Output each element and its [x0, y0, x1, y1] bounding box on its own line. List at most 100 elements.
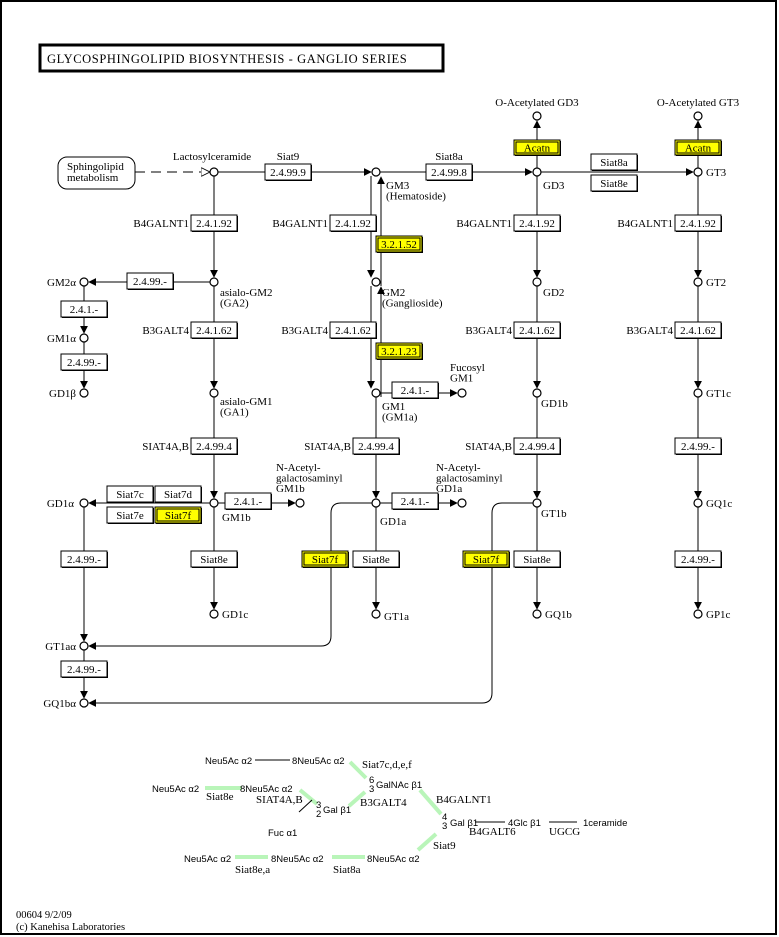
compound-label: GD1c	[222, 609, 248, 621]
enzyme-24999-gt1aa[interactable]: 2.4.99.-	[60, 660, 108, 678]
enzyme-24999-gd1alpha[interactable]: 2.4.99.-	[60, 550, 108, 568]
enzyme-label: 2.4.99.4	[358, 441, 394, 453]
map-link-label-2: metabolism	[67, 172, 119, 184]
enzyme-label: 2.4.1.-	[234, 496, 263, 508]
compound-lactosylceramide[interactable]	[209, 167, 219, 177]
copyright: (c) Kanehisa Laboratories	[16, 922, 125, 933]
compound-gt1a[interactable]	[371, 609, 381, 619]
map-id-date: 00604 9/2/09	[16, 910, 72, 921]
enzyme-siat8e-gd1c[interactable]: Siat8e	[190, 550, 238, 568]
compound-asialo-gm1[interactable]	[209, 388, 219, 398]
compound-gd2[interactable]	[532, 277, 542, 287]
compound-gt1c[interactable]	[693, 388, 703, 398]
compound-gt3[interactable]	[693, 167, 703, 177]
compound-gp1c[interactable]	[693, 609, 703, 619]
compound-gt1a-alpha[interactable]	[79, 641, 89, 651]
enzyme-label: 2.4.1.-	[70, 304, 99, 316]
enzyme-acatn1[interactable]: Acatn	[513, 139, 561, 156]
compound-gm1a-alpha[interactable]	[79, 333, 89, 343]
enzyme-siat8e-gq1b[interactable]: Siat8e	[513, 550, 561, 568]
enzyme-24999-gd1b[interactable]: 2.4.99.-	[60, 353, 108, 371]
enzyme-label: Siat7f	[312, 554, 339, 566]
compound-gd1alpha[interactable]	[79, 498, 89, 508]
enzyme-24999-gp1c[interactable]: 2.4.99.-	[674, 550, 722, 568]
enzyme-label: Acatn	[524, 143, 551, 155]
compound-gm1b[interactable]	[209, 498, 219, 508]
compound-gq1b[interactable]	[532, 609, 542, 619]
enzyme-label: 3.2.1.23	[381, 346, 417, 358]
compound-gt1b[interactable]	[532, 498, 542, 508]
enzyme-siat7c[interactable]: Siat7c	[106, 485, 154, 503]
compound-gd3[interactable]	[532, 167, 542, 177]
compound-label: GD1α	[47, 498, 74, 510]
enzyme-siat7f-3[interactable]: Siat7f	[462, 550, 510, 568]
compound-nac-gm1b[interactable]	[295, 498, 305, 508]
glycan-residue: Fuc α1	[268, 828, 297, 839]
compound-gm3[interactable]	[371, 167, 381, 177]
enzyme-24999-gm2a[interactable]: 2.4.99.-	[126, 272, 174, 290]
enzyme-241-gm1a[interactable]: 2.4.1.-	[60, 300, 108, 318]
enzyme-siat7f-1[interactable]: Siat7f	[154, 506, 202, 524]
map-link-sphingolipid[interactable]: Sphingolipid metabolism	[57, 156, 136, 190]
compound-gq1b-alpha[interactable]	[79, 698, 89, 708]
compound-gd1c[interactable]	[209, 609, 219, 619]
enzyme-241-fuc[interactable]: 2.4.1.-	[391, 381, 439, 399]
compound-label: GD1a	[436, 483, 462, 495]
compound-gm1[interactable]	[371, 388, 381, 398]
enzyme-siat8a-b[interactable]: Siat8a	[590, 153, 638, 171]
compound-gd1a[interactable]	[371, 498, 381, 508]
enzyme-24999-gq1c[interactable]: 2.4.99.-	[674, 437, 722, 455]
glycan-link-siat7	[348, 760, 368, 780]
compound-gm2a[interactable]	[79, 277, 89, 287]
compound-nac-gd1a[interactable]	[457, 498, 467, 508]
map-title: GLYCOSPHINGOLIPID BIOSYNTHESIS - GANGLIO…	[38, 43, 445, 73]
compound-label: GM1	[450, 373, 473, 385]
gene-label: SIAT4A,B	[304, 441, 351, 453]
compound-label: GQ1bα	[43, 698, 76, 710]
enzyme-3-2-1-52[interactable]: 3.2.1.52	[375, 235, 423, 253]
enzyme-acatn2[interactable]: Acatn	[674, 139, 722, 156]
enzyme-label: 2.4.99.8	[431, 167, 467, 179]
enzyme-label: 2.4.1.92	[196, 218, 232, 230]
gene-label: B3GALT4	[142, 325, 189, 337]
compound-gt2[interactable]	[693, 277, 703, 287]
compound-gm2[interactable]	[371, 277, 381, 287]
enzyme-label: 2.4.1.92	[519, 218, 555, 230]
compound-gd1b-beta[interactable]	[79, 388, 89, 398]
enzyme-3-2-1-23[interactable]: 3.2.1.23	[375, 342, 423, 360]
compound-oac-gd3[interactable]	[532, 111, 542, 121]
compound-gd1b[interactable]	[532, 388, 542, 398]
compound-oac-gt3[interactable]	[693, 111, 703, 121]
enzyme-241-gd1a[interactable]: 2.4.1.-	[391, 492, 439, 510]
enzyme-label: 2.4.1.92	[335, 218, 371, 230]
compound-asialo-gm2[interactable]	[209, 277, 219, 287]
enzyme-s4-2[interactable]: 2.4.99.4 SIAT4A,B	[304, 437, 400, 455]
compound-gq1c[interactable]	[693, 498, 703, 508]
enzyme-siat8e-b[interactable]: Siat8e	[590, 174, 638, 192]
glycan-pos: 2	[316, 809, 321, 820]
enzyme-siat7e[interactable]: Siat7e	[106, 506, 154, 524]
enzyme-siat8e-gt1a[interactable]: Siat8e	[352, 550, 400, 568]
glycan-residue: Gal β1	[450, 818, 478, 829]
enzyme-siat7d[interactable]: Siat7d	[154, 485, 202, 503]
map-link-label-1: Sphingolipid	[67, 161, 124, 173]
enzyme-241-gm1b[interactable]: 2.4.1.-	[224, 492, 272, 510]
enzyme-siat7f-2[interactable]: Siat7f	[301, 550, 349, 568]
compound-fucosyl-gm1[interactable]	[457, 388, 467, 398]
glycan-residue: 8Neu5Ac α2	[271, 854, 324, 865]
gene-label: SIAT4A,B	[142, 441, 189, 453]
compound-label: GP1c	[706, 609, 731, 621]
